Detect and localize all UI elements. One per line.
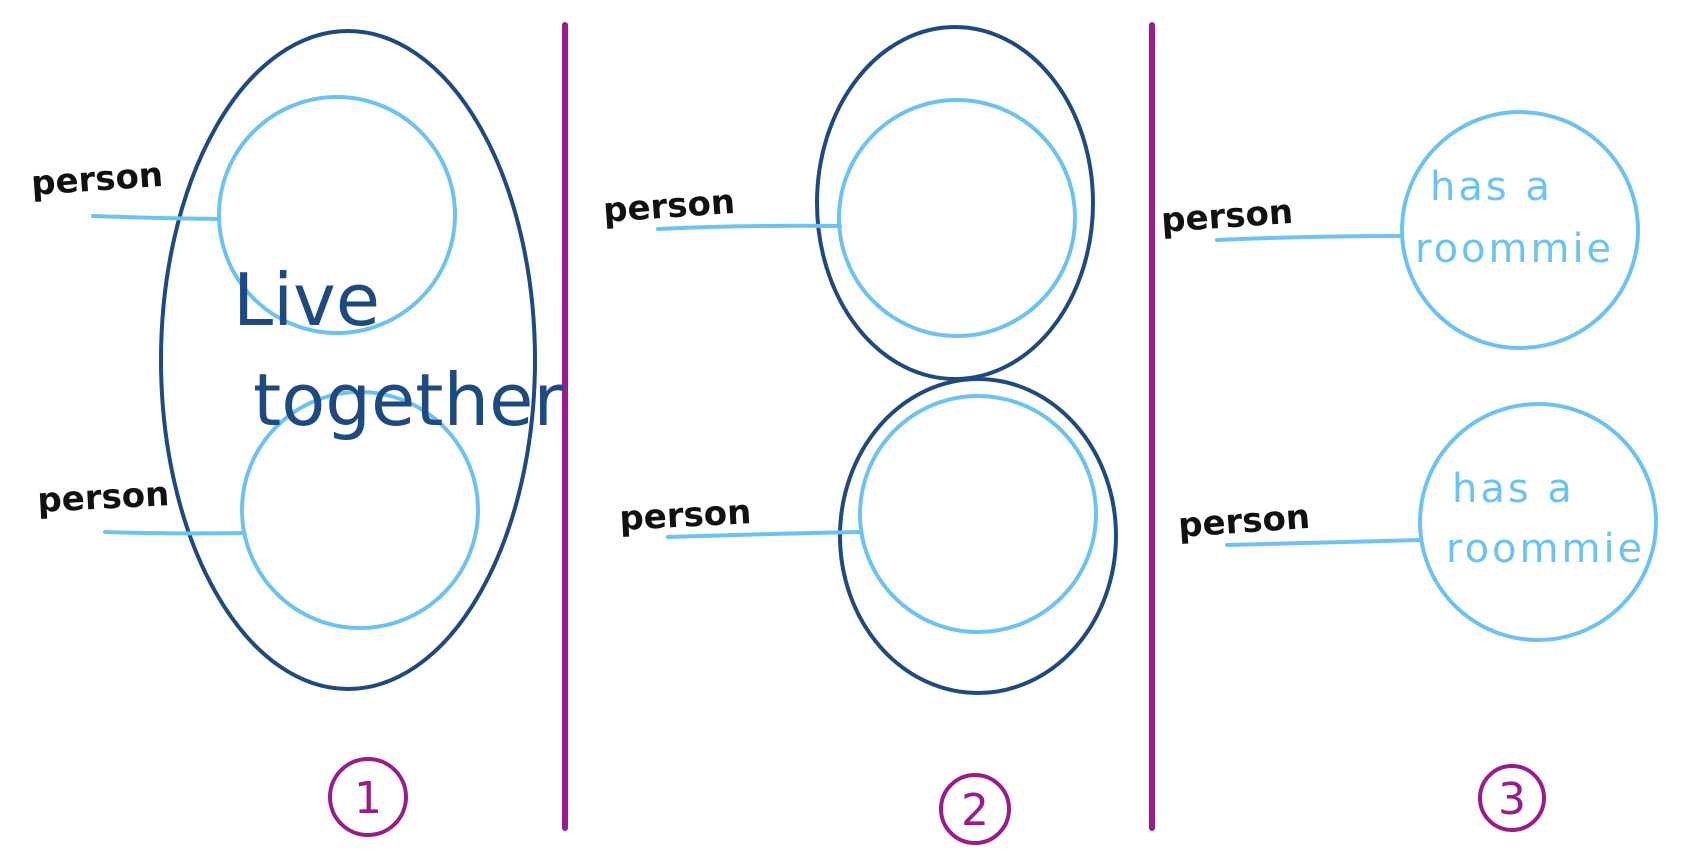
person-outline [838,377,1118,695]
connector-line [656,223,842,231]
inner-label: has a [1452,466,1575,512]
person-label: person [1177,497,1311,546]
household-ellipse [159,29,537,691]
panel-2: person person 2 [602,25,1118,845]
connector-line [1225,538,1422,547]
person-label: person [602,182,736,231]
person-label: person [30,155,164,204]
outer-label: Live [233,258,380,342]
person-circle [1418,402,1658,642]
person-circle [858,394,1098,634]
connector-line [666,530,862,539]
panel-number: 3 [1498,774,1526,825]
panel-number: 1 [354,773,382,824]
inner-label: roommie [1415,226,1614,272]
person-label: person [618,492,752,539]
panel-3: has a roommie has a roommie person perso… [1160,110,1658,832]
panel-number-circle [1478,764,1546,832]
inner-label: roommie [1446,526,1645,572]
person-label: person [1160,192,1294,241]
person-circle [240,390,480,630]
panel-number-circle [939,773,1011,845]
person-circle [837,98,1077,338]
outer-label: together [253,358,563,442]
person-circle [217,95,457,335]
panel-1: Live together person person 1 [30,29,563,837]
panel-number: 2 [961,785,989,836]
inner-label: has a [1430,164,1553,210]
panel-number-circle [328,757,408,837]
person-label: person [36,474,170,521]
person-outline [815,25,1095,381]
connector-line [103,530,244,536]
person-circle [1400,110,1640,350]
connector-line [1215,234,1404,242]
connector-line [91,214,220,221]
